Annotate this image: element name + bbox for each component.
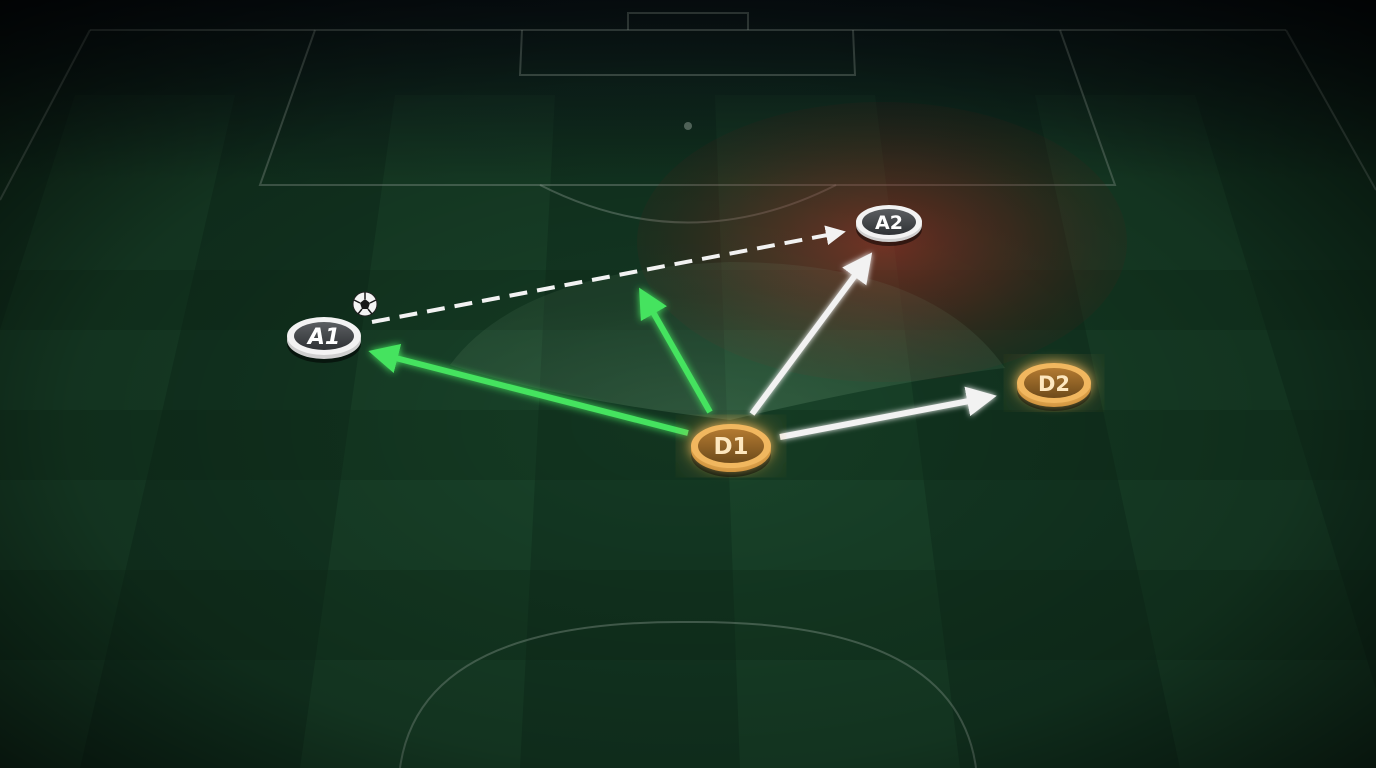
player-token-d1[interactable]: D1 [685,420,777,477]
player-label-a2: A2 [875,212,903,234]
arrow-d1-to-lane [639,287,713,414]
arrow-d1-to-a1 [368,343,689,436]
arrow-pass-a1-to-a2 [371,225,846,324]
ball-icon [352,291,378,317]
player-token-a2[interactable]: A2 [856,205,922,246]
arrow-d1-to-a2 [749,252,873,416]
arrow-d1-to-d2 [779,386,997,440]
player-token-d2[interactable]: D2 [1012,359,1096,411]
player-label-a1: A1 [306,325,340,350]
player-token-a1[interactable]: A1 [287,317,361,363]
player-label-d2: D2 [1038,372,1070,396]
player-label-d1: D1 [713,434,748,460]
